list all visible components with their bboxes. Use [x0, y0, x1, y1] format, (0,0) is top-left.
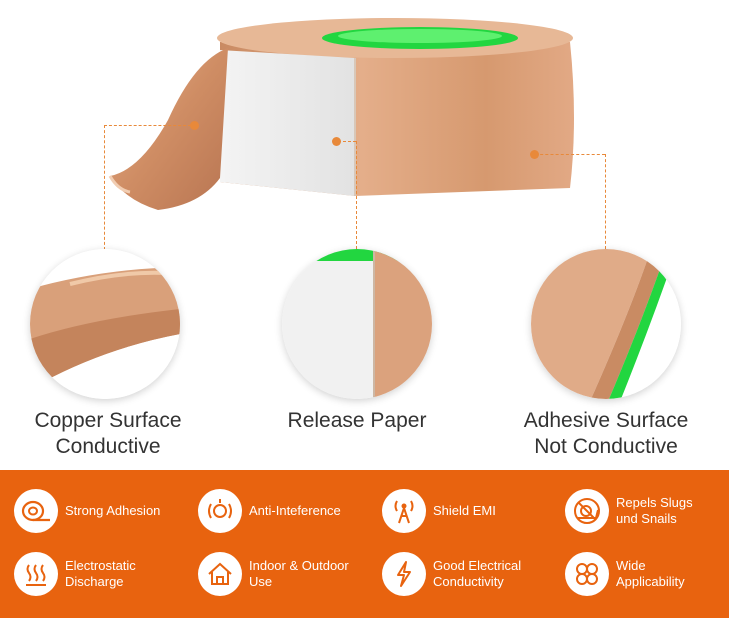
adhesive-surface-caption: Adhesive Surface Not Conductive — [486, 408, 726, 460]
copper-callout-dot — [190, 121, 199, 130]
adhesive-surface-title: Adhesive Surface — [523, 409, 689, 432]
copper-surface-detail — [30, 249, 180, 399]
feature-label-line1: Wide — [616, 558, 646, 573]
feature-label: Wide Applicability — [616, 558, 729, 590]
feature-label-line2: Use — [249, 574, 273, 589]
feature-electrical-conductivity: Good Electrical Conductivity — [382, 549, 558, 599]
feature-label-line1: Repels Slugs — [616, 495, 693, 510]
release-paper-callout-dot — [332, 137, 341, 146]
product-illustration: Copper Surface Conductive Release Paper … — [0, 18, 726, 460]
copper-surface-subtitle: Conductive — [55, 435, 161, 458]
feature-label-line1: Electrostatic — [65, 558, 136, 573]
feature-label-line1: Indoor & Outdoor — [249, 558, 349, 573]
copper-surface-caption: Copper Surface Conductive — [0, 408, 228, 460]
tape-roll-icon — [14, 489, 58, 533]
feature-label-line2: Applicability — [616, 574, 685, 589]
adhesive-callout-dot — [530, 150, 539, 159]
release-paper-detail — [282, 249, 432, 399]
feature-label-line1: Good Electrical — [433, 558, 522, 573]
feature-label-line2: und Snails — [616, 511, 677, 526]
feature-wide-applicability: Wide Applicability — [565, 549, 729, 599]
feature-indoor-outdoor: Indoor & Outdoor Use — [198, 549, 374, 599]
adhesive-surface-subtitle: Not Conductive — [534, 435, 678, 458]
lightning-icon — [382, 552, 426, 596]
feature-label-line2: Discharge — [65, 574, 124, 589]
copper-tape-roll — [108, 18, 574, 210]
feature-label-line2: Conductivity — [433, 574, 504, 589]
adhesive-surface-detail — [531, 249, 681, 399]
antenna-icon — [382, 489, 426, 533]
release-paper-caption: Release Paper — [237, 408, 477, 434]
house-icon — [198, 552, 242, 596]
snail-icon — [565, 489, 609, 533]
feature-label: Strong Adhesion — [65, 503, 161, 518]
feature-repels-slugs: Repels Slugs und Snails — [565, 486, 729, 536]
feature-label: Indoor & Outdoor Use — [249, 558, 374, 590]
grid-circles-icon — [565, 552, 609, 596]
feature-band: Strong Adhesion Anti-Inteference Shield … — [0, 470, 729, 618]
feature-anti-interference: Anti-Inteference — [198, 486, 374, 536]
feature-label: Electrostatic Discharge — [65, 558, 190, 590]
copper-surface-title: Copper Surface — [34, 409, 182, 432]
release-paper-title: Release Paper — [287, 409, 427, 432]
feature-electrostatic-discharge: Electrostatic Discharge — [14, 549, 190, 599]
signal-wave-icon — [198, 489, 242, 533]
feature-shield-emi: Shield EMI — [382, 486, 558, 536]
feature-strong-adhesion: Strong Adhesion — [14, 486, 190, 536]
feature-label: Good Electrical Conductivity — [433, 558, 558, 590]
feature-label: Repels Slugs und Snails — [616, 495, 729, 527]
feature-label: Shield EMI — [433, 503, 496, 518]
static-waves-icon — [14, 552, 58, 596]
feature-label: Anti-Inteference — [249, 503, 341, 518]
